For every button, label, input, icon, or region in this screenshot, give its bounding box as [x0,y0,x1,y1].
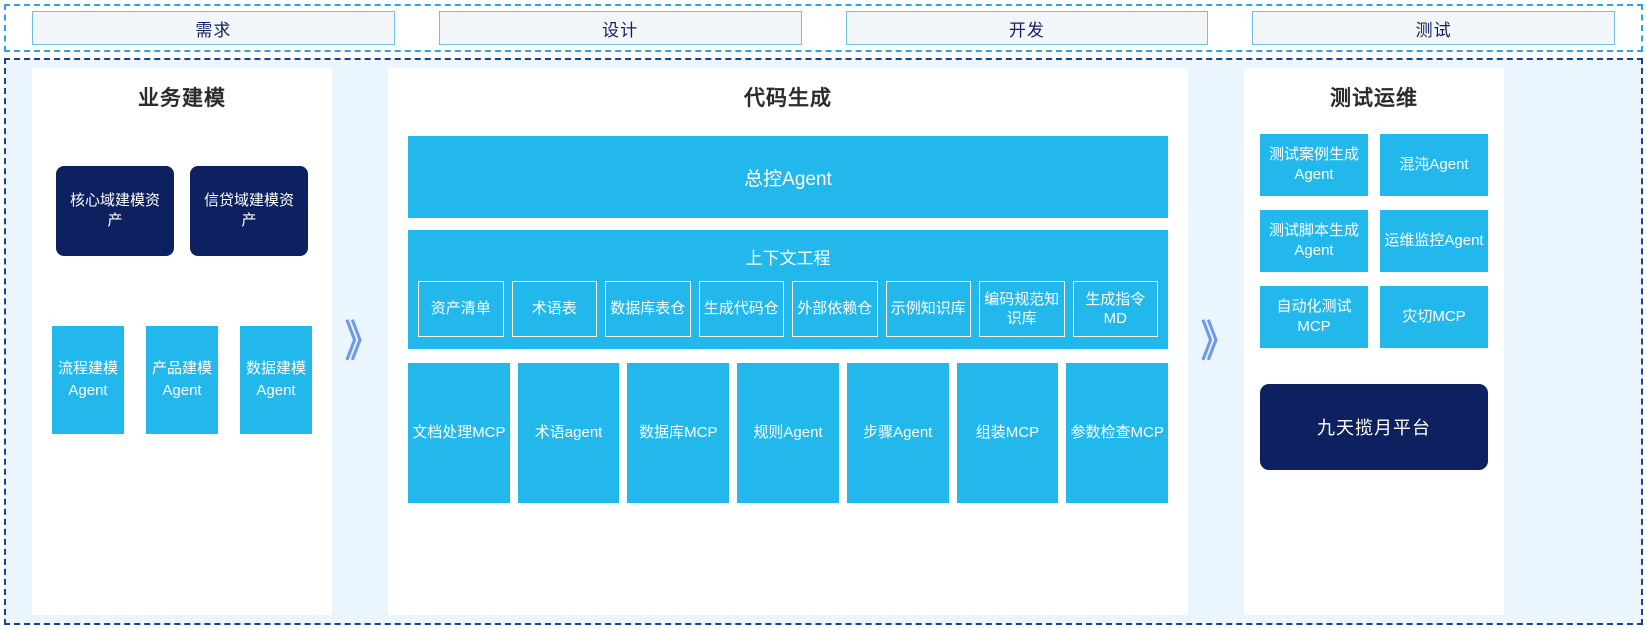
modeling-agent-group: 流程建模Agent 产品建模Agent 数据建模Agent [32,326,332,434]
platform-card-label: 九天揽月平台 [1317,418,1431,438]
platform-card-jiutian-lanyue[interactable]: 九天揽月平台 [1260,384,1488,470]
context-item-label: 生成指令MD [1085,290,1146,328]
context-item-coding-standard-knowledge-base[interactable]: 编码规范知识库 [979,281,1065,337]
test-ops-card-test-case-generation-agent[interactable]: 测试案例生成Agent [1260,134,1368,196]
test-ops-card-ops-monitoring-agent[interactable]: 运维监控Agent [1380,210,1488,272]
context-item-label: 生成代码仓 [703,300,779,318]
double-chevron-right-icon: 》 [1201,317,1235,366]
context-item-group: 资产清单 术语表 数据库表仓 生成代码仓 外部依赖仓 [418,281,1158,337]
tool-card-label: 参数检查MCP [1070,423,1164,441]
tool-card-assembly-mcp[interactable]: 组装MCP [956,363,1059,503]
agent-card-process-modeling[interactable]: 流程建模Agent [52,326,124,434]
context-engineering-block: 上下文工程 资产清单 术语表 数据库表仓 生成代码仓 [408,230,1168,349]
phase-tab-requirements[interactable]: 需求 [32,11,395,45]
tool-card-group: 文档处理MCP 术语agent 数据库MCP 规则Agent 步骤Agent [408,363,1169,503]
context-item-glossary[interactable]: 术语表 [511,281,597,337]
asset-card-label: 核心域建模资产 [69,191,160,229]
test-ops-card-label: 测试案例生成Agent [1268,145,1359,183]
context-item-asset-list[interactable]: 资产清单 [418,281,504,337]
context-item-label: 资产清单 [430,300,491,318]
tool-card-rule-agent[interactable]: 规则Agent [737,363,839,503]
phase-tab-design[interactable]: 设计 [438,11,802,45]
panel-title: 测试运维 [1330,87,1418,110]
tool-card-glossary-agent[interactable]: 术语agent [517,363,620,503]
main-region: 业务建模 核心域建模资产 信贷域建模资产 流程建模Agent 产品建模Agent… [4,58,1643,625]
context-item-generation-instruction-md[interactable]: 生成指令MD [1072,281,1158,337]
double-chevron-right-icon: 》 [345,317,379,366]
test-ops-card-label: 运维监控Agent [1384,231,1484,249]
test-ops-card-test-script-generation-agent[interactable]: 测试脚本生成Agent [1260,210,1368,272]
context-item-db-table-repo[interactable]: 数据库表仓 [605,281,691,337]
tool-card-parameter-check-mcp[interactable]: 参数检查MCP [1066,363,1169,503]
agent-card-label: 数据建模Agent [245,360,306,399]
asset-card-core-domain[interactable]: 核心域建模资产 [56,166,174,256]
test-ops-card-label: 自动化测试MCP [1276,297,1352,335]
code-generation-body: 总控Agent 上下文工程 资产清单 术语表 数据库表仓 [388,136,1188,503]
asset-card-credit-domain[interactable]: 信贷域建模资产 [190,166,308,256]
flow-arrow-icon-right: 》 [1188,68,1244,615]
phase-tab-label: 开发 [1008,20,1045,40]
tool-card-step-agent[interactable]: 步骤Agent [846,363,949,503]
agent-card-label: 流程建模Agent [57,360,118,399]
master-agent-bar[interactable]: 总控Agent [408,136,1168,218]
panel-code-generation: 代码生成 总控Agent 上下文工程 资产清单 术语表 [388,68,1188,615]
agent-card-label: 产品建模Agent [151,360,212,399]
test-ops-card-label: 灾切MCP [1402,307,1466,325]
panel-title: 业务建模 [138,87,226,110]
tool-card-label: 术语agent [534,423,603,441]
context-item-label: 编码规范知识库 [984,290,1060,328]
phase-tab-label: 设计 [602,20,639,40]
phase-tab-label: 需求 [195,20,232,40]
asset-card-group: 核心域建模资产 信贷域建模资产 [32,166,332,256]
test-ops-card-label: 混沌Agent [1399,155,1469,173]
phase-tab-label: 测试 [1415,20,1452,40]
panel-title: 代码生成 [744,87,832,110]
tool-card-database-mcp[interactable]: 数据库MCP [627,363,730,503]
context-item-label: 示例知识库 [890,300,966,318]
phase-tab-development[interactable]: 开发 [845,11,1209,45]
test-ops-card-automated-test-mcp[interactable]: 自动化测试MCP [1260,286,1368,348]
panel-business-modeling: 业务建模 核心域建模资产 信贷域建模资产 流程建模Agent 产品建模Agent… [32,68,332,615]
test-ops-card-disaster-switch-mcp[interactable]: 灾切MCP [1380,286,1488,348]
context-item-external-dependency-repo[interactable]: 外部依赖仓 [792,281,878,337]
tool-card-label: 组装MCP [975,423,1040,441]
agent-card-product-modeling[interactable]: 产品建模Agent [146,326,218,434]
context-item-example-knowledge-base[interactable]: 示例知识库 [885,281,971,337]
agent-card-data-modeling[interactable]: 数据建模Agent [240,326,312,434]
flow-arrow-icon-left: 》 [332,68,388,615]
asset-card-label: 信贷域建模资产 [203,191,294,229]
tool-card-label: 规则Agent [753,423,823,441]
tool-card-label: 文档处理MCP [412,423,506,441]
phase-tab-testing[interactable]: 测试 [1252,11,1615,45]
test-ops-body: 测试案例生成Agent 混沌Agent 测试脚本生成Agent 运维监控Agen… [1244,134,1504,470]
tool-card-label: 步骤Agent [863,423,933,441]
tool-card-document-processing-mcp[interactable]: 文档处理MCP [408,363,510,503]
context-item-label: 术语表 [531,300,577,318]
context-engineering-title: 上下文工程 [745,249,831,268]
test-ops-card-label: 测试脚本生成Agent [1268,221,1359,259]
master-agent-label: 总控Agent [744,168,832,190]
panel-test-ops: 测试运维 测试案例生成Agent 混沌Agent 测试脚本生成Agent 运维监… [1244,68,1504,615]
context-item-generated-code-repo[interactable]: 生成代码仓 [698,281,784,337]
test-ops-card-group: 测试案例生成Agent 混沌Agent 测试脚本生成Agent 运维监控Agen… [1260,134,1488,348]
context-item-label: 外部依赖仓 [797,300,873,318]
context-item-label: 数据库表仓 [610,300,686,318]
phase-band: 需求 设计 开发 测试 [4,4,1643,52]
test-ops-card-chaos-agent[interactable]: 混沌Agent [1380,134,1488,196]
tool-card-label: 数据库MCP [639,423,718,441]
